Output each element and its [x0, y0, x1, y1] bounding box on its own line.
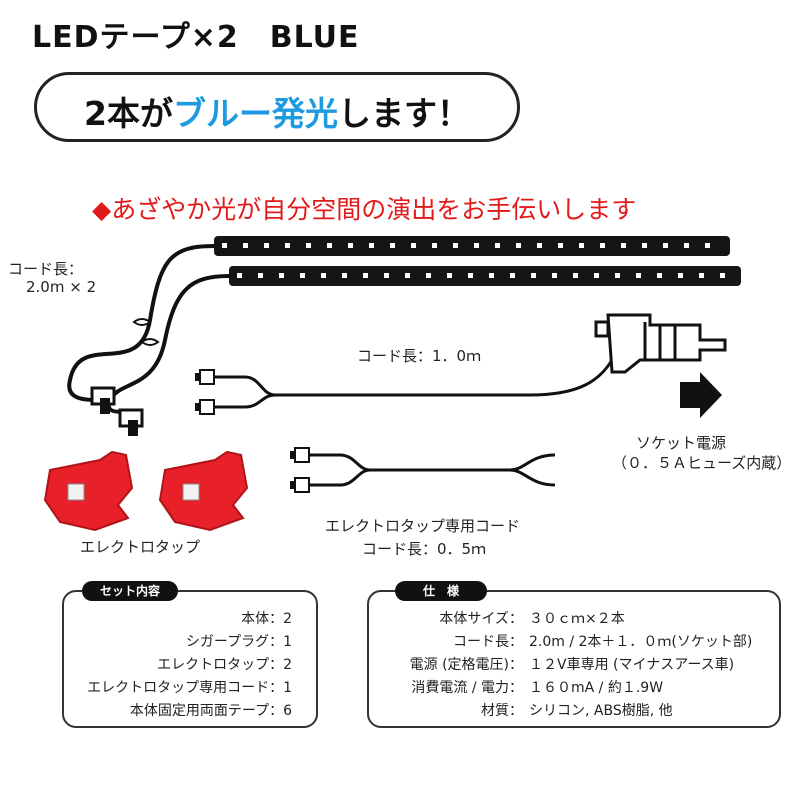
headline-banner: 2本がブルー発光します！ — [34, 72, 520, 142]
headline-text: 2本がブルー発光します！ — [37, 87, 517, 135]
led-chip — [306, 243, 311, 248]
socket-note: （０．５Ａヒューズ内蔵） — [612, 454, 792, 472]
led-chip — [405, 273, 410, 278]
socket-cord — [195, 359, 614, 415]
led-chip — [636, 273, 641, 278]
led-chip — [411, 243, 416, 248]
socket-cord-label: コード長：1．0ｍ — [357, 347, 482, 365]
set-item: シガープラグ：1 — [185, 634, 292, 650]
set-contents-box: セット内容 本体：2 シガープラグ：1 エレクトロタップ：2 エレクトロタップ専… — [62, 581, 318, 728]
set-item: 本体固定用両面テープ：6 — [129, 703, 292, 719]
headline-prefix: 2本が — [84, 94, 173, 133]
led-strip-1 — [214, 236, 730, 256]
led-chip — [558, 243, 563, 248]
led-chip — [474, 243, 479, 248]
led-chip — [237, 273, 242, 278]
led-chip — [510, 273, 515, 278]
led-chip — [663, 243, 668, 248]
set-item: エレクトロタップ専用コード：1 — [87, 680, 292, 696]
led-chip — [468, 273, 473, 278]
tap-cord-length: コード長：0．5ｍ — [362, 540, 487, 558]
led-chip — [453, 243, 458, 248]
led-chip — [531, 273, 536, 278]
led-chip — [699, 273, 704, 278]
led-chip — [537, 243, 542, 248]
led-chip — [600, 243, 605, 248]
led-chip — [426, 273, 431, 278]
electro-tap-cord — [290, 447, 556, 493]
cord-break-marks — [132, 318, 160, 346]
electro-tap-2 — [158, 450, 249, 532]
led-chip — [258, 273, 263, 278]
led-chip — [363, 273, 368, 278]
led-chip — [321, 273, 326, 278]
spec-key: コード長： — [453, 634, 523, 650]
product-title: LEDテープ×2 BLUE — [32, 20, 360, 55]
led-chip — [222, 243, 227, 248]
strip-cord-label: コード長： — [8, 260, 84, 278]
spec-key: 材質： — [481, 703, 523, 719]
led-chip — [573, 273, 578, 278]
led-strip-2 — [229, 266, 741, 286]
led-chip — [720, 273, 725, 278]
strip-connectors — [90, 386, 144, 436]
led-chip — [615, 273, 620, 278]
electro-tap-1 — [43, 450, 134, 532]
led-chip — [447, 273, 452, 278]
led-chip — [621, 243, 626, 248]
spec-key: 電源 (定格電圧)： — [409, 657, 523, 673]
tap-cord-label: エレクトロタップ専用コード — [325, 517, 521, 535]
led-chip — [678, 273, 683, 278]
led-chip — [243, 243, 248, 248]
led-chip — [348, 243, 353, 248]
led-chip — [552, 273, 557, 278]
spec-key: 消費電流 / 電力： — [411, 680, 523, 696]
led-chip — [264, 243, 269, 248]
led-chip — [300, 273, 305, 278]
specs-box: 仕 様 本体サイズ： ３０ｃｍ×２本 コード長： 2.0m / 2本＋１．０ｍ(ソケ… — [367, 581, 781, 728]
led-chip — [342, 273, 347, 278]
product-diagram — [43, 236, 741, 532]
strip-cord-1 — [67, 244, 215, 402]
headline-highlight: ブルー発光 — [172, 94, 338, 133]
led-chip — [705, 243, 710, 248]
cigarette-plug — [594, 313, 727, 374]
spec-key: 本体サイズ： — [439, 611, 523, 627]
led-chip — [684, 243, 689, 248]
led-chip — [390, 243, 395, 248]
spec-value: 2.0m / 2本＋１．０ｍ(ソケット部) — [529, 634, 753, 650]
led-chip — [657, 273, 662, 278]
led-chip — [489, 273, 494, 278]
set-item: エレクトロタップ：2 — [157, 657, 292, 673]
spec-value: １２V車専用 (マイナスアース車) — [529, 657, 735, 673]
strip-cord-value: 2.0m × 2 — [26, 278, 97, 296]
led-chip — [279, 273, 284, 278]
spec-value: １６０mA / 約１.9W — [529, 680, 664, 696]
led-chip — [579, 243, 584, 248]
led-chip — [327, 243, 332, 248]
strip-cord-2 — [106, 274, 230, 414]
led-chip — [285, 243, 290, 248]
set-item: 本体：2 — [241, 611, 292, 627]
led-chip — [369, 243, 374, 248]
spec-value: ３０ｃｍ×２本 — [529, 611, 625, 627]
headline-suffix: します！ — [337, 94, 470, 133]
arrow-right-icon — [680, 372, 722, 418]
spec-value: シリコン, ABS樹脂, 他 — [529, 703, 673, 719]
led-chip — [432, 243, 437, 248]
led-chip — [516, 243, 521, 248]
electro-tap-label: エレクトロタップ — [80, 538, 201, 556]
led-chip — [384, 273, 389, 278]
led-chip — [594, 273, 599, 278]
socket-label: ソケット電源 — [636, 434, 727, 452]
led-chip — [495, 243, 500, 248]
feature-tagline: ◆あざやか光が自分空間の演出をお手伝いします — [92, 195, 637, 224]
set-contents-heading: セット内容 — [82, 581, 178, 601]
led-chip — [642, 243, 647, 248]
specs-heading: 仕 様 — [395, 581, 487, 601]
